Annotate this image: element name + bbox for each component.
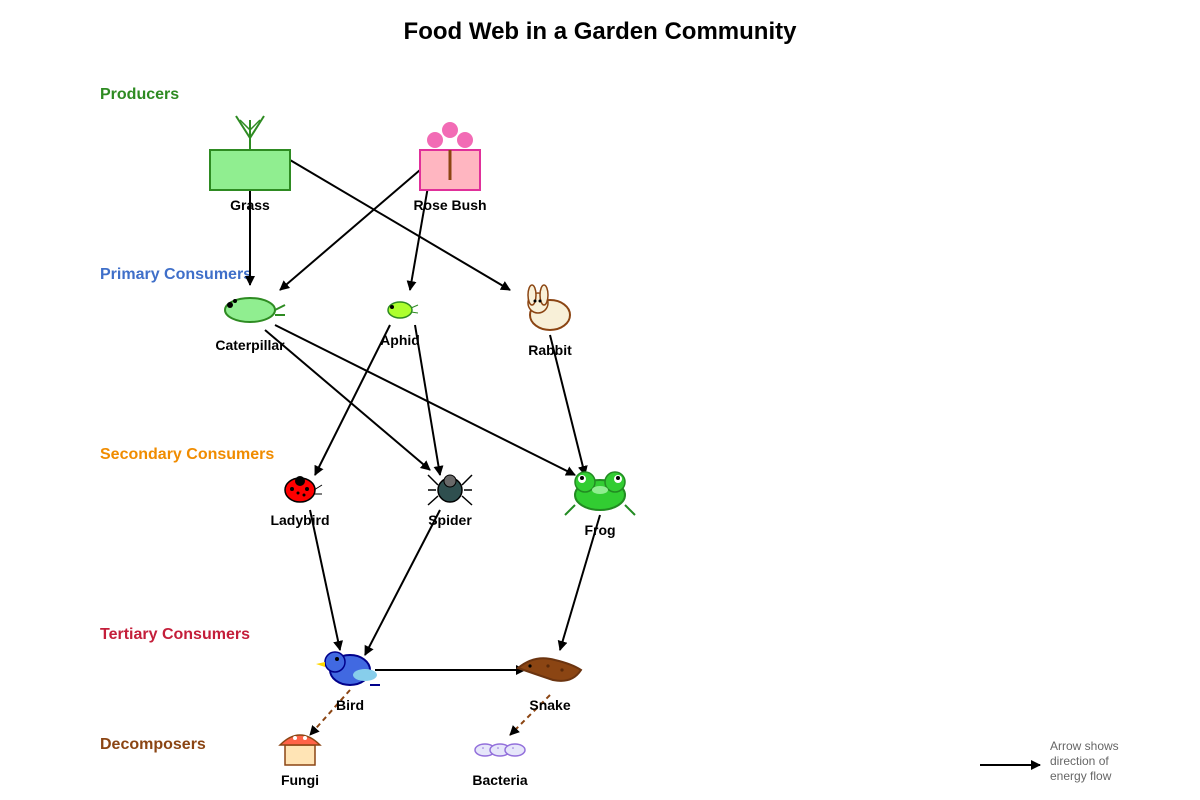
diagram-title: Food Web in a Garden Community [403,18,797,45]
aphid-icon [387,301,419,319]
label-caterpillar: Caterpillar [215,337,285,353]
label-rabbit: Rabbit [528,342,572,358]
arrow-aphid-to-ladybird [314,324,391,476]
rabbit-icon [527,284,571,331]
label-frog: Frog [584,522,616,538]
snake-icon [515,657,583,682]
arrow-ladybird-to-bird [309,509,344,651]
legend-text: Arrow shows direction of energy flow [1050,739,1119,783]
level-label-tertiary-consumers: Tertiary Consumers [100,626,250,643]
arrow-aphid-to-spider [414,324,444,476]
arrow-rose-bush-to-aphid [406,174,431,291]
arrow-snake-to-bacteria [509,694,551,736]
label-bird: Bird [336,697,364,713]
arrow-grass-to-rabbit [289,159,511,291]
arrow-rabbit-to-frog [549,334,588,476]
label-fungi: Fungi [280,772,320,788]
energy-flow-arrows [245,159,601,736]
label-aphid: Aphid [380,332,420,348]
arrow-bird-to-fungi [309,689,351,736]
spider-icon [427,474,473,506]
level-label-decomposers: Decomposers [100,736,206,753]
label-snake: Snake [529,697,571,713]
label-ladybird: Ladybird [270,512,330,528]
rose-bush-icon [419,122,481,191]
level-label-primary-consumers: Primary Consumers [100,266,253,283]
label-grass: Grass [230,197,270,213]
bacteria-icon [474,743,526,757]
arrow-spider-to-bird [364,509,441,656]
level-label-secondary-consumers: Secondary Consumers [100,446,275,463]
frog-icon [564,471,636,516]
bird-icon [316,651,380,686]
label-rose-bush: Rose Bush [413,197,487,213]
label-spider: Spider [428,512,472,528]
arrow-caterpillar-to-frog [274,324,576,476]
ladybird-icon [284,476,323,503]
arrow-caterpillar-to-spider [264,329,431,471]
arrow-rose-bush-to-caterpillar [279,169,421,291]
fungi-icon [278,734,322,766]
level-label-producers: Producers [100,86,180,103]
caterpillar-icon [224,297,286,323]
grass-icon [209,115,291,191]
label-bacteria: Bacteria [472,772,528,788]
arrow-frog-to-snake [557,514,601,651]
